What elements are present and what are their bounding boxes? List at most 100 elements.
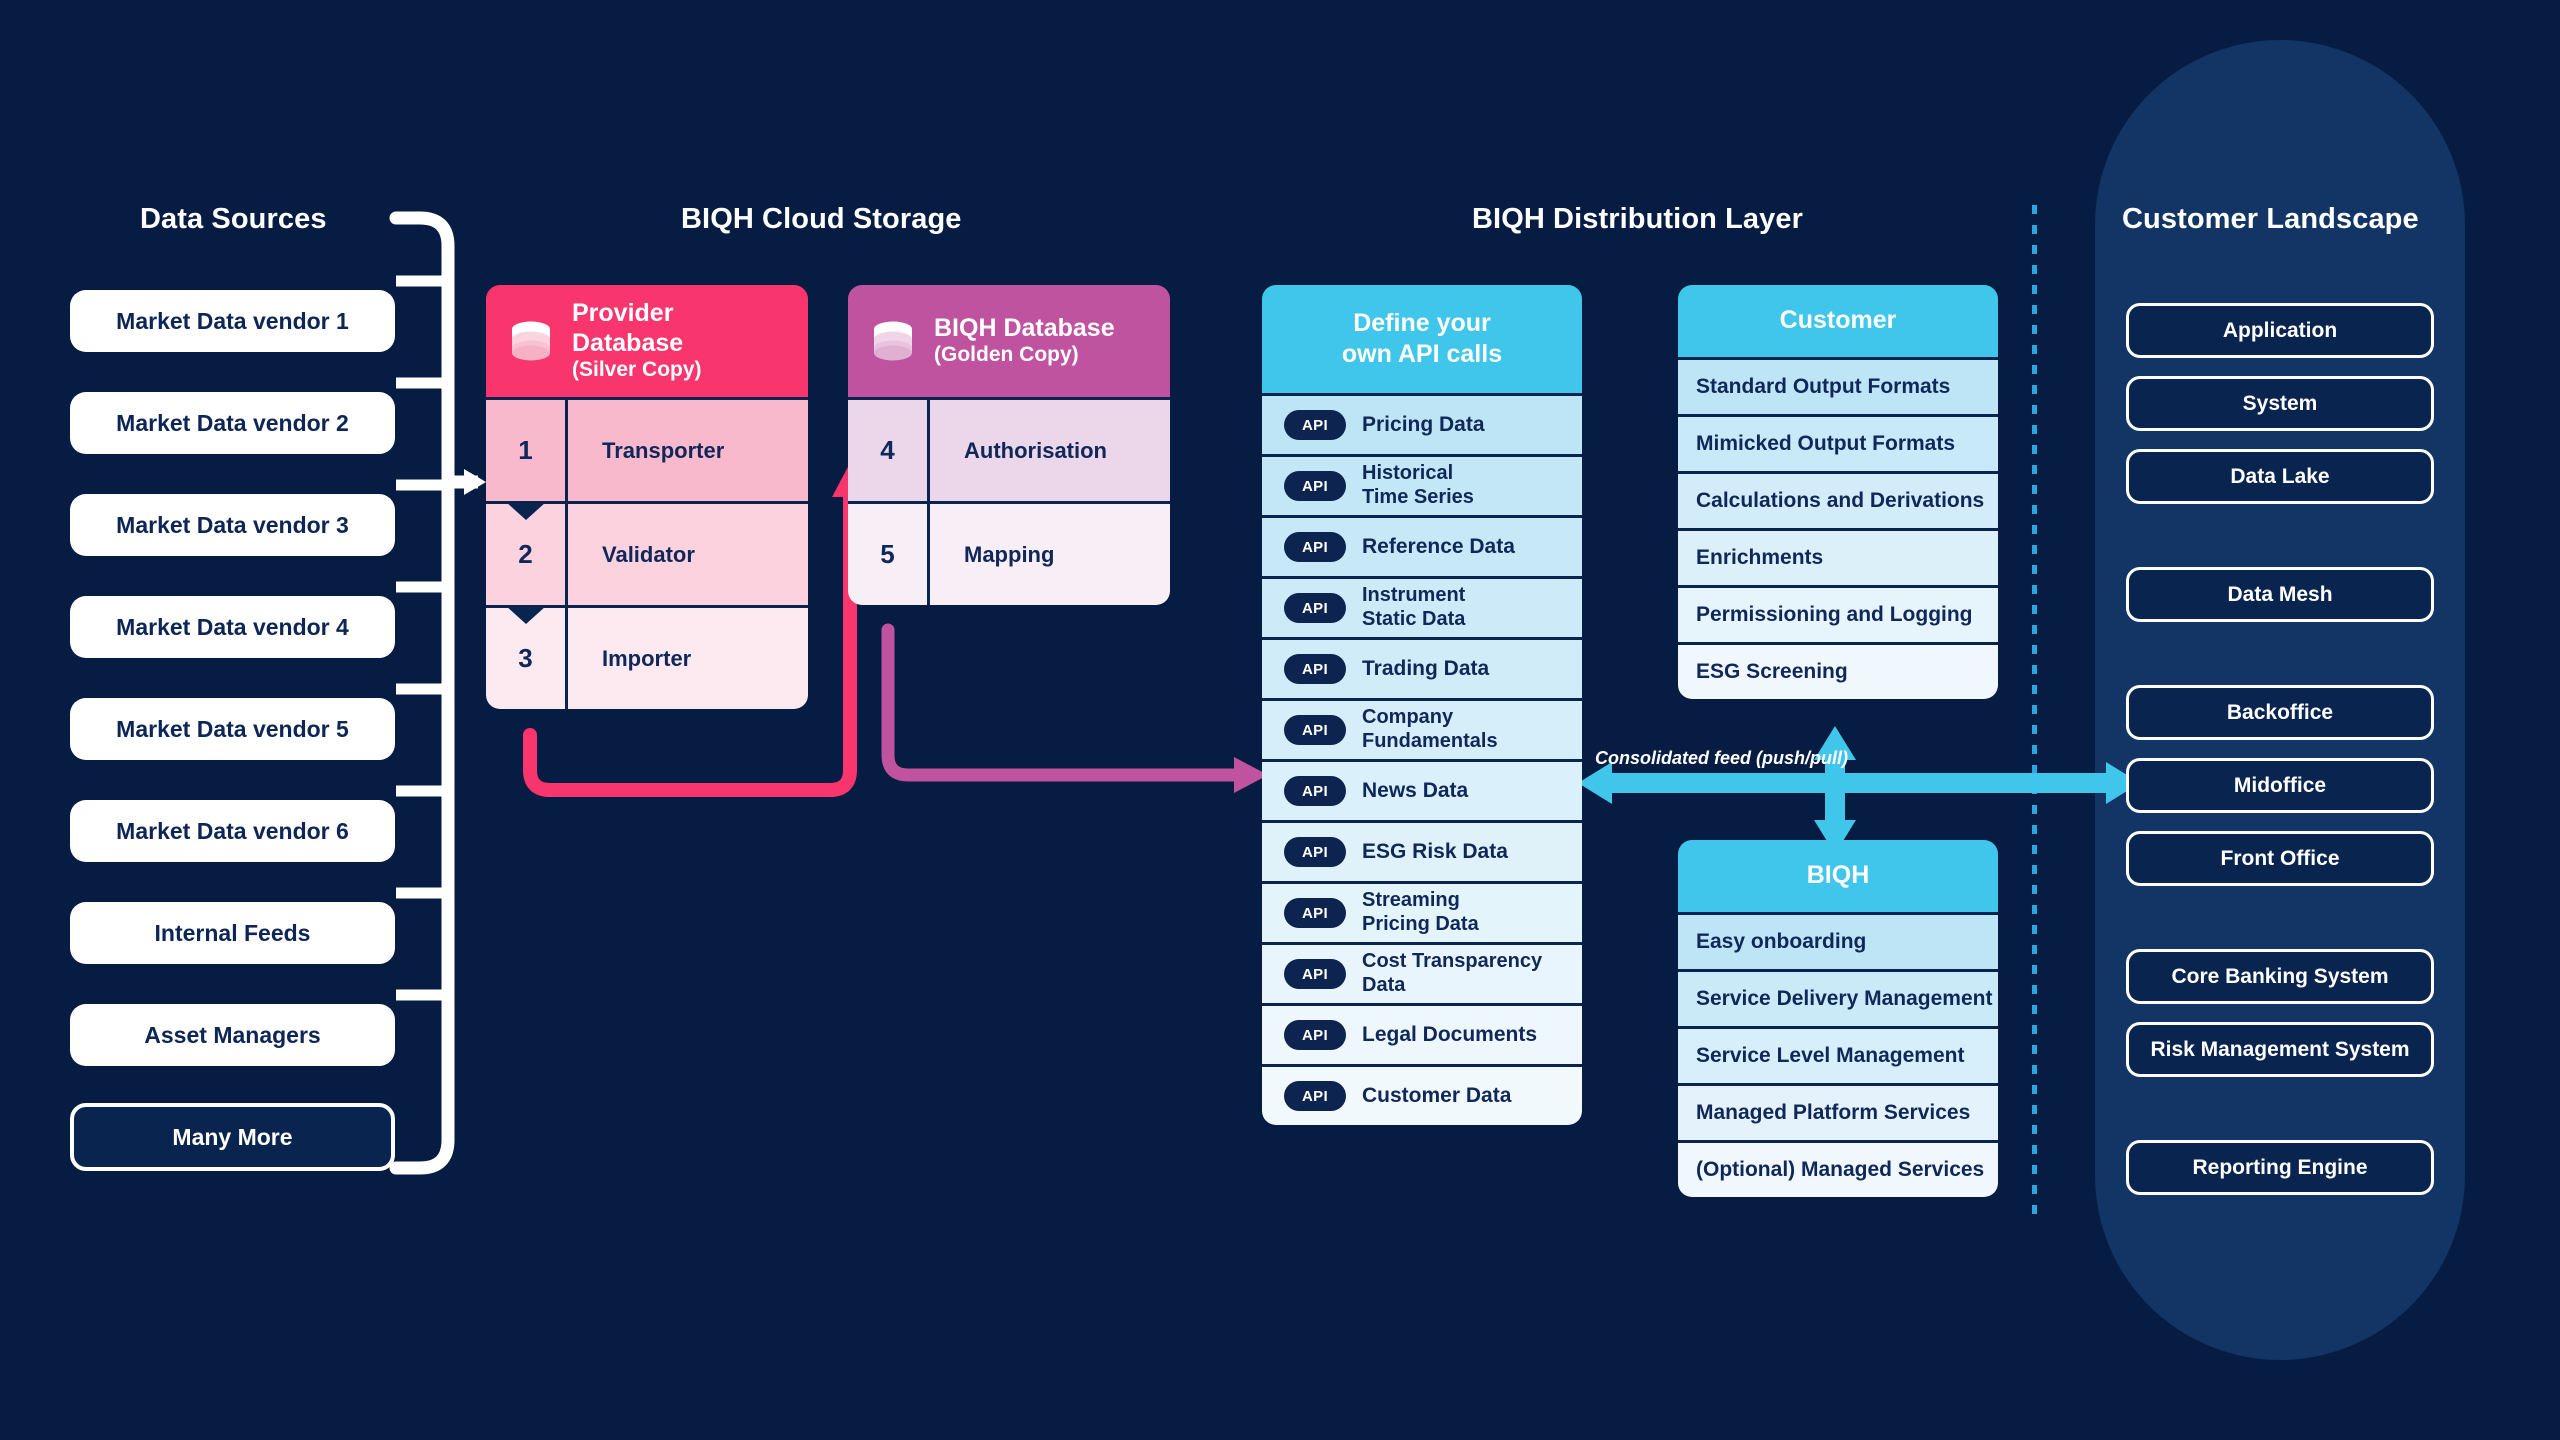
biqh-service-row[interactable]: (Optional) Managed Services — [1678, 1140, 1998, 1197]
customer-row-label: Calculations and Derivations — [1696, 489, 1985, 512]
api-row-label: Customer Data — [1362, 1083, 1512, 1107]
landscape-pill-application[interactable]: Application — [2126, 303, 2434, 358]
biqh-service-row[interactable]: Managed Platform Services — [1678, 1083, 1998, 1140]
api-row[interactable]: API Company Fundamentals — [1262, 698, 1582, 759]
biqh-service-label: Easy onboarding — [1696, 930, 1867, 953]
landscape-pill-data-lake[interactable]: Data Lake — [2126, 449, 2434, 504]
vertical-dotted-divider — [2032, 205, 2037, 1225]
biqh-database-title: BIQH Database (Golden Copy) — [934, 313, 1115, 367]
customer-row[interactable]: Enrichments — [1678, 528, 1998, 585]
row-label: Validator — [602, 541, 695, 567]
provider-row-transporter[interactable]: 1 Transporter — [486, 397, 808, 501]
source-pill-vendor-6[interactable]: Market Data vendor 6 — [70, 800, 395, 862]
api-badge: API — [1284, 959, 1346, 989]
customer-row[interactable]: Mimicked Output Formats — [1678, 414, 1998, 471]
source-pill-vendor-1[interactable]: Market Data vendor 1 — [70, 290, 395, 352]
api-badge: API — [1284, 532, 1346, 562]
biqh-service-row[interactable]: Easy onboarding — [1678, 912, 1998, 969]
chevron-down-icon — [506, 502, 546, 520]
api-badge: API — [1284, 715, 1346, 745]
customer-row[interactable]: ESG Screening — [1678, 642, 1998, 699]
biqh-panel-header: BIQH — [1678, 840, 1998, 912]
landscape-pill-midoffice[interactable]: Midoffice — [2126, 758, 2434, 813]
api-row-label: Historical Time Series — [1362, 462, 1474, 508]
biqh-row-mapping[interactable]: 5 Mapping — [848, 501, 1170, 605]
landscape-pill-label: Risk Management System — [2150, 1037, 2410, 1061]
api-badge: API — [1284, 593, 1346, 623]
landscape-pill-reporting-engine[interactable]: Reporting Engine — [2126, 1140, 2434, 1195]
row-label: Authorisation — [964, 437, 1107, 463]
landscape-pill-label: Backoffice — [2226, 700, 2334, 724]
header-cloud-storage: BIQH Cloud Storage — [681, 203, 962, 235]
customer-row-label: ESG Screening — [1696, 660, 1848, 683]
customer-row[interactable]: Permissioning and Logging — [1678, 585, 1998, 642]
database-cylinder-icon — [870, 318, 916, 364]
api-row-label: Reference Data — [1362, 534, 1515, 558]
landscape-pill-risk-management-system[interactable]: Risk Management System — [2126, 1022, 2434, 1077]
api-row-label: ESG Risk Data — [1362, 839, 1508, 863]
source-pill-many-more[interactable]: Many More — [70, 1103, 395, 1171]
landscape-pill-backoffice[interactable]: Backoffice — [2126, 685, 2434, 740]
biqh-database-header: BIQH Database (Golden Copy) — [848, 285, 1170, 397]
source-pill-vendor-5[interactable]: Market Data vendor 5 — [70, 698, 395, 760]
source-pill-vendor-4[interactable]: Market Data vendor 4 — [70, 596, 395, 658]
source-pill-vendor-3[interactable]: Market Data vendor 3 — [70, 494, 395, 556]
landscape-pill-core-banking-system[interactable]: Core Banking System — [2126, 949, 2434, 1004]
source-pill-vendor-2[interactable]: Market Data vendor 2 — [70, 392, 395, 454]
landscape-pill-label: Core Banking System — [2171, 964, 2389, 988]
row-label: Mapping — [964, 541, 1055, 567]
landscape-pill-data-mesh[interactable]: Data Mesh — [2126, 567, 2434, 622]
provider-row-validator[interactable]: 2 Validator — [486, 501, 808, 605]
header-customer-landscape: Customer Landscape — [2122, 203, 2419, 235]
provider-database-panel: Provider Database (Silver Copy) 1 Transp… — [486, 285, 808, 709]
customer-row[interactable]: Calculations and Derivations — [1678, 471, 1998, 528]
api-row[interactable]: API Historical Time Series — [1262, 454, 1582, 515]
api-badge: API — [1284, 471, 1346, 501]
api-badge: API — [1284, 654, 1346, 684]
biqh-row-authorisation[interactable]: 4 Authorisation — [848, 397, 1170, 501]
customer-row-label: Enrichments — [1696, 546, 1824, 569]
api-badge: API — [1284, 837, 1346, 867]
source-pill-asset-managers[interactable]: Asset Managers — [70, 1004, 395, 1066]
biqh-database-panel: BIQH Database (Golden Copy) 4 Authorisat… — [848, 285, 1170, 605]
provider-database-header: Provider Database (Silver Copy) — [486, 285, 808, 397]
api-badge: API — [1284, 410, 1346, 440]
api-row[interactable]: API Reference Data — [1262, 515, 1582, 576]
row-label: Importer — [602, 645, 692, 671]
provider-row-importer[interactable]: 3 Importer — [486, 605, 808, 709]
customer-row-label: Permissioning and Logging — [1696, 603, 1973, 626]
source-pill-internal-feeds[interactable]: Internal Feeds — [70, 902, 395, 964]
row-label: Transporter — [602, 437, 725, 463]
landscape-pill-label: System — [2242, 391, 2318, 415]
api-row-label: Company Fundamentals — [1362, 706, 1498, 752]
biqh-service-label: (Optional) Managed Services — [1696, 1158, 1985, 1181]
database-cylinder-icon — [508, 318, 554, 364]
api-row[interactable]: API ESG Risk Data — [1262, 820, 1582, 881]
biqh-service-label: Service Delivery Management — [1696, 987, 1993, 1010]
biqh-to-api-arrow — [881, 623, 1268, 793]
customer-biqh-vertical-arrow — [1814, 726, 1856, 854]
consolidated-feed-label: Consolidated feed (push/pull) — [1595, 748, 1848, 768]
header-distribution-layer: BIQH Distribution Layer — [1472, 203, 1803, 235]
biqh-service-label: Service Level Management — [1696, 1044, 1965, 1067]
landscape-pill-label: Midoffice — [2233, 773, 2327, 797]
biqh-service-row[interactable]: Service Delivery Management — [1678, 969, 1998, 1026]
landscape-pill-front-office[interactable]: Front Office — [2126, 831, 2434, 886]
landscape-pill-system[interactable]: System — [2126, 376, 2434, 431]
api-panel-header: Define your own API calls — [1262, 285, 1582, 393]
customer-row[interactable]: Standard Output Formats — [1678, 357, 1998, 414]
api-row-label: Streaming Pricing Data — [1362, 889, 1479, 935]
biqh-service-row[interactable]: Service Level Management — [1678, 1026, 1998, 1083]
api-badge: API — [1284, 1020, 1346, 1050]
